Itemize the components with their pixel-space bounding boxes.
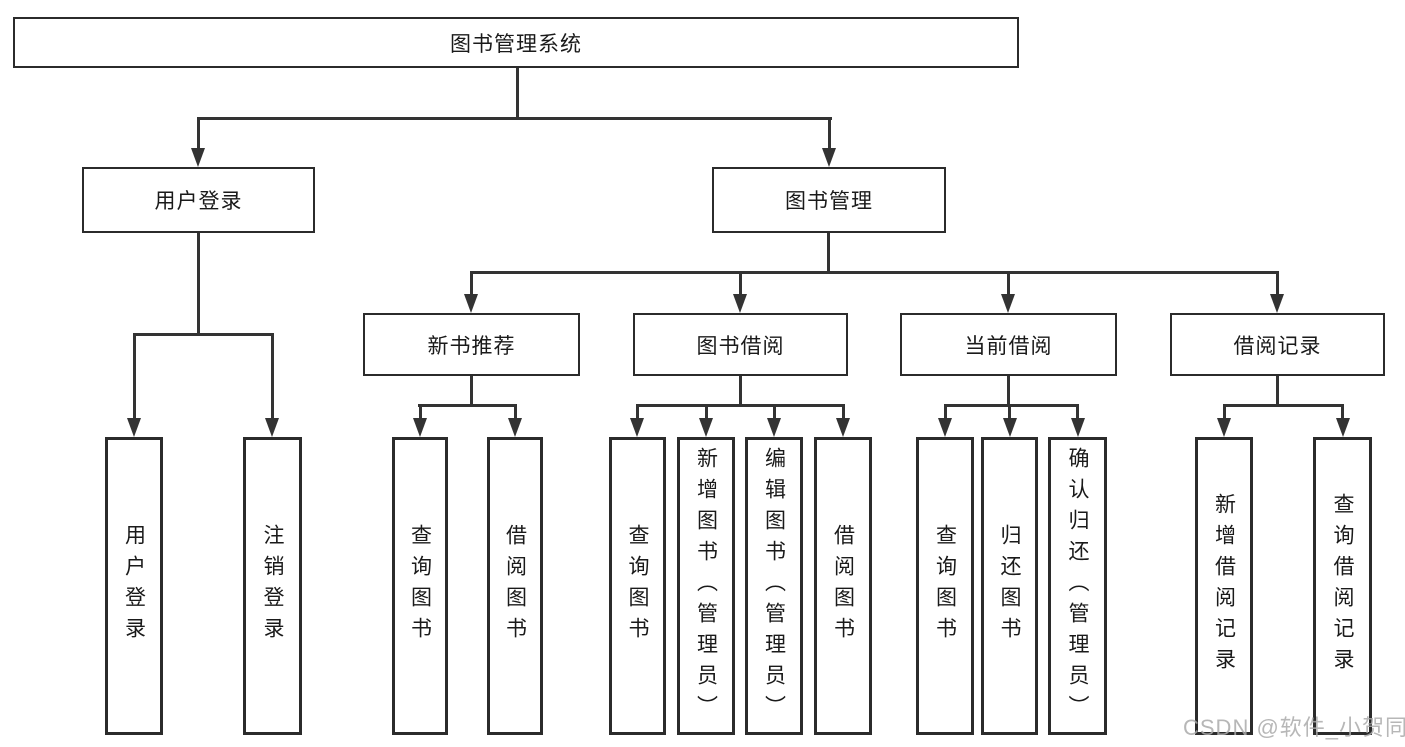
arrowhead-down-icon (464, 294, 478, 313)
node-borrowing-records: 借阅记录 (1170, 313, 1385, 376)
connector-line-v (1341, 404, 1344, 419)
connector-line-v (1008, 404, 1011, 419)
connector-line-v (419, 404, 422, 419)
connector-line-v (1007, 271, 1010, 295)
arrowhead-down-icon (767, 418, 781, 437)
node-label: 注销登录 (261, 524, 285, 648)
node-label: 查询图书 (933, 524, 957, 648)
node-label: 新增图书（管理员） (694, 446, 718, 726)
connector-line-h (944, 404, 1079, 407)
node-label: 图书管理系统 (450, 32, 582, 56)
node-label: 确认归还（管理员） (1066, 446, 1090, 726)
node-label: 查询借阅记录 (1331, 493, 1355, 679)
connector-line-v (1223, 404, 1226, 419)
connector-line-v (636, 404, 639, 419)
connector-line-v (197, 117, 200, 150)
arrowhead-down-icon (1001, 294, 1015, 313)
connector-line-v (470, 375, 473, 406)
node-new-book-recommend: 新书推荐 (363, 313, 580, 376)
connector-line-v (827, 233, 830, 274)
connector-line-v (1076, 404, 1079, 419)
connector-line-h (418, 404, 517, 407)
node-system-root: 图书管理系统 (13, 17, 1019, 68)
arrowhead-down-icon (1270, 294, 1284, 313)
node-label: 借阅图书 (503, 524, 527, 648)
arrowhead-down-icon (265, 418, 279, 437)
connector-line-v (842, 404, 845, 419)
leaf-logout: 注销登录 (243, 437, 302, 735)
arrowhead-down-icon (413, 418, 427, 437)
arrowhead-down-icon (1071, 418, 1085, 437)
node-label: 新增借阅记录 (1212, 493, 1236, 679)
leaf-query-books-borrowing: 查询图书 (609, 437, 666, 735)
connector-line-h (1223, 404, 1344, 407)
connector-line-v (271, 333, 274, 419)
arrowhead-down-icon (1217, 418, 1231, 437)
connector-line-v (1276, 375, 1279, 406)
leaf-query-books-recommend: 查询图书 (392, 437, 448, 735)
arrowhead-down-icon (699, 418, 713, 437)
connector-line-v (516, 66, 519, 119)
connector-line-h (636, 404, 845, 407)
connector-line-v (828, 117, 831, 150)
arrowhead-down-icon (938, 418, 952, 437)
connector-line-v (1276, 271, 1279, 295)
connector-line-v (470, 271, 473, 295)
leaf-add-borrow-record: 新增借阅记录 (1195, 437, 1253, 735)
node-label: 图书管理 (785, 190, 873, 213)
node-label: 图书借阅 (696, 334, 785, 358)
node-label: 查询图书 (626, 524, 650, 648)
connector-line-v (944, 404, 947, 419)
leaf-return-book: 归还图书 (981, 437, 1038, 735)
node-current-borrowing: 当前借阅 (900, 313, 1117, 376)
arrowhead-down-icon (1003, 418, 1017, 437)
arrowhead-down-icon (191, 148, 205, 167)
leaf-edit-book-admin: 编辑图书（管理员） (745, 437, 803, 735)
leaf-user-login: 用户登录 (105, 437, 163, 735)
leaf-borrow-books-borrowing: 借阅图书 (814, 437, 872, 735)
connector-line-v (133, 333, 136, 419)
connector-line-v (739, 271, 742, 295)
connector-line-v (705, 404, 708, 419)
node-label: 归还图书 (998, 524, 1022, 648)
connector-line-v (197, 232, 200, 336)
arrowhead-down-icon (1336, 418, 1350, 437)
connector-line-h (470, 271, 1279, 274)
node-book-borrowing: 图书借阅 (633, 313, 848, 376)
node-label: 查询图书 (408, 524, 432, 648)
arrowhead-down-icon (822, 148, 836, 167)
connector-line-h (197, 117, 832, 120)
node-label: 新书推荐 (427, 334, 516, 358)
arrowhead-down-icon (836, 418, 850, 437)
node-label: 借阅记录 (1233, 334, 1322, 358)
node-label: 用户登录 (154, 190, 243, 213)
connector-line-h (133, 333, 274, 336)
node-label: 编辑图书（管理员） (762, 446, 786, 726)
leaf-query-books-current: 查询图书 (916, 437, 974, 735)
arrowhead-down-icon (733, 294, 747, 313)
node-book-management: 图书管理 (712, 167, 946, 233)
node-label: 当前借阅 (964, 334, 1053, 358)
arrowhead-down-icon (127, 418, 141, 437)
connector-line-v (1007, 375, 1010, 406)
node-label: 用户登录 (122, 524, 146, 648)
leaf-query-borrow-record: 查询借阅记录 (1313, 437, 1372, 735)
connector-line-v (514, 404, 517, 419)
arrowhead-down-icon (630, 418, 644, 437)
node-user-login-group: 用户登录 (82, 167, 315, 233)
leaf-confirm-return-admin: 确认归还（管理员） (1048, 437, 1107, 735)
csdn-watermark: CSDN @软件_小贺同学 (1183, 715, 1405, 740)
node-label: 借阅图书 (831, 524, 855, 648)
arrowhead-down-icon (508, 418, 522, 437)
leaf-borrow-books-recommend: 借阅图书 (487, 437, 543, 735)
leaf-add-book-admin: 新增图书（管理员） (677, 437, 735, 735)
connector-line-v (773, 404, 776, 419)
connector-line-v (739, 375, 742, 406)
